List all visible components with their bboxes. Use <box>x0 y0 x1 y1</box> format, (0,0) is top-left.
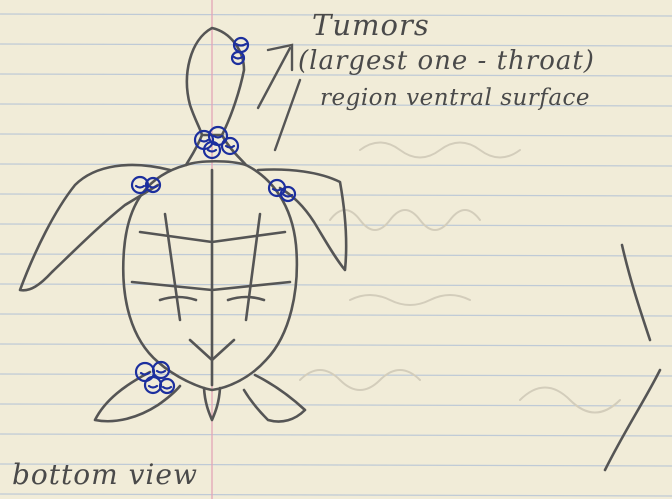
rule-line <box>0 134 672 136</box>
annotation-note-line2: region ventral surface <box>320 85 590 111</box>
tumor-right-flipper <box>269 180 295 201</box>
rule-line <box>0 434 672 436</box>
annotation-title: Tumors <box>312 8 430 42</box>
rule-line <box>0 164 672 166</box>
annotation-note-line1: (largest one - throat) <box>298 46 595 76</box>
rule-line <box>0 284 672 286</box>
rule-line <box>0 404 672 406</box>
bleed-through <box>300 143 620 413</box>
rule-line <box>0 314 672 316</box>
tumor-throat <box>195 127 238 158</box>
rule-line <box>0 194 672 196</box>
tumor-marks <box>132 38 295 393</box>
caption-bottom-view: bottom view <box>12 458 198 491</box>
tumor-head <box>232 38 248 64</box>
rule-line <box>0 494 672 496</box>
rule-line <box>0 344 672 346</box>
